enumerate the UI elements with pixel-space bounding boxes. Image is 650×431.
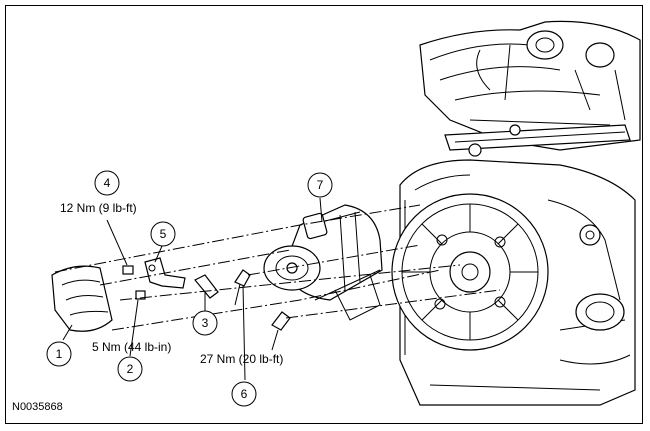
nut-item-2 [135,290,146,300]
wiring-clip [194,274,219,299]
bolts-item-6 [234,269,291,351]
starter-motor [263,204,383,321]
svg-text:5: 5 [160,227,167,241]
callout-1: 1 [46,341,72,367]
figure-id: N0035868 [12,401,63,413]
starter-cover [51,265,113,332]
svg-text:1: 1 [56,347,63,361]
torque-spec-item-2: 5 Nm (44 lb-in) [92,340,171,354]
callout-7: 7 [307,172,333,198]
svg-text:2: 2 [127,362,134,376]
torque-spec-item-6: 27 Nm (20 lb-ft) [200,352,283,366]
callout-6: 6 [231,381,257,407]
torque-spec-item-4: 12 Nm (9 lb-ft) [60,201,137,215]
leader-lines [62,197,323,381]
callout-5: 5 [150,221,176,247]
nut-item-4 [122,265,134,275]
engine-assembly [391,20,641,406]
callout-3: 3 [192,310,218,336]
svg-text:4: 4 [104,176,111,190]
svg-text:6: 6 [241,387,248,401]
callout-2: 2 [117,356,143,382]
starter-bracket [144,257,186,289]
alignment-lines [54,204,501,331]
svg-text:3: 3 [202,316,209,330]
svg-text:7: 7 [317,178,324,192]
callout-4: 4 [94,170,120,196]
